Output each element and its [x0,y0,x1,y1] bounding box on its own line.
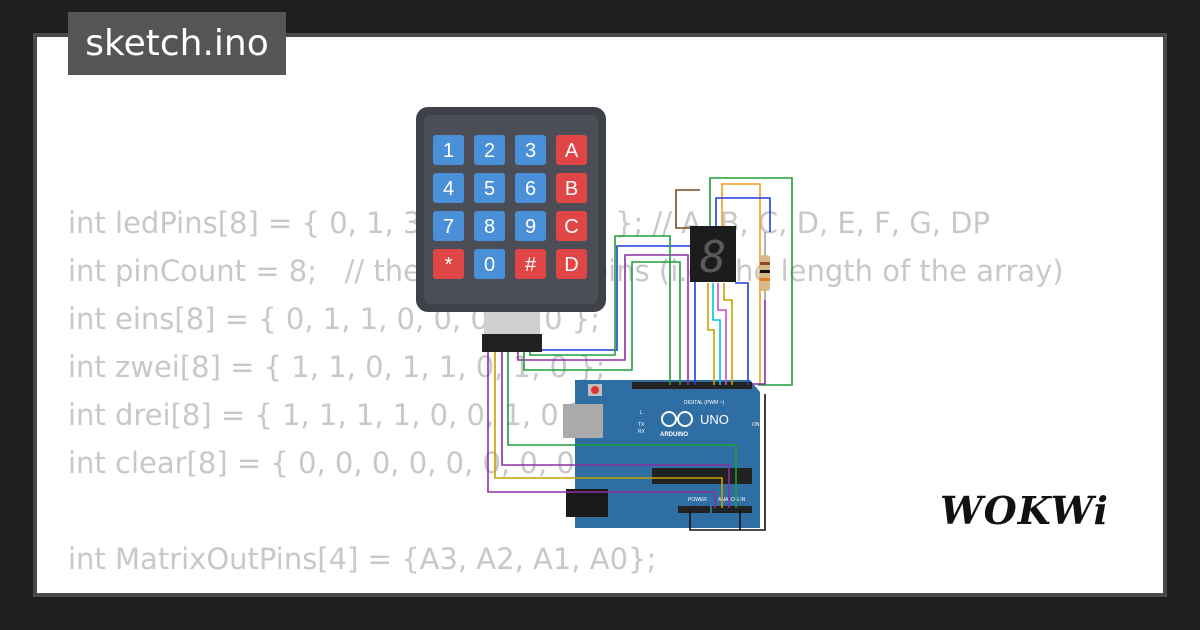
keypad-key[interactable]: 2 [474,135,505,165]
seven-segment-digit: 8 [700,232,727,283]
keypad-key[interactable]: 1 [433,135,464,165]
code-line: int zwei[8] = { 1, 1, 0, 1, 1, 0, 1, 0 }… [68,350,606,384]
keypad-key[interactable]: 7 [433,211,464,241]
arduino-logo-icon [661,411,693,427]
keypad-key-label: B [565,178,578,200]
keypad-key-label: 7 [443,216,454,238]
keypad-key-label: 4 [443,178,454,200]
seven-segment-display: 8 [690,226,736,283]
keypad-key[interactable]: 9 [515,211,546,241]
resistor [760,232,770,300]
keypad-key[interactable]: 5 [474,173,505,203]
on-label: ON [752,422,760,428]
uno-label: UNO [700,412,729,427]
keypad-key[interactable]: 6 [515,173,546,203]
arduino-uno-board[interactable]: UNO ARDUINO DIGITAL (PWM ~) POWER ANALOG… [563,380,760,528]
code-line: int clear[8] = { 0, 0, 0, 0, 0, 0, 0, 0 … [68,446,613,480]
digital-header [632,382,752,389]
keypad-key-label: 9 [525,216,536,238]
code-line: int MatrixInPins[4] = {11, 10, 9, 8}; [68,583,1064,593]
code-line: int MatrixOutPins[4] = {A3, A2, A1, A0}; [68,542,657,576]
usb-port [563,404,603,438]
keypad-key-label: A [565,140,579,162]
keypad-key[interactable]: C [556,211,587,241]
code-listing: int ledPins[8] = { 0, 1, 3, 4, 5, 6, 7, … [68,199,1064,593]
keypad-key[interactable]: B [556,173,587,203]
keypad-key-label: C [564,216,578,238]
keypad-key-label: 0 [484,254,495,276]
keypad-connector [484,312,540,334]
keypad-key[interactable]: 4 [433,173,464,203]
keypad-key[interactable]: A [556,135,587,165]
analog-label: ANALOG IN [718,497,746,503]
keypad-4x4[interactable]: 1 2 3 A 4 5 6 B 7 8 9 C * 0 # D [416,107,606,352]
wokwi-logo: WOKWi [940,488,1109,533]
power-jack [566,489,608,517]
keypad-key-label: # [525,254,537,276]
keypad-key-label: 8 [484,216,495,238]
keypad-key-label: 6 [525,178,536,200]
keypad-key-label: * [445,254,453,276]
keypad-key[interactable]: 8 [474,211,505,241]
analog-header [712,506,752,513]
keypad-key[interactable]: * [433,249,464,279]
keypad-key[interactable]: # [515,249,546,279]
keypad-key-label: 3 [525,140,536,162]
l-label: L [640,410,643,416]
keypad-header [482,334,542,352]
digital-label: DIGITAL (PWM ~) [684,400,724,406]
keypad-key-label: 1 [443,140,454,162]
rx-label: RX [638,429,646,435]
tx-label: TX [638,422,645,428]
keypad-key[interactable]: D [556,249,587,279]
keypad-key[interactable]: 0 [474,249,505,279]
keypad-key[interactable]: 3 [515,135,546,165]
file-name-tab: sketch.ino [68,12,286,75]
arduino-brand-label: ARDUINO [660,432,688,438]
keypad-key-label: 2 [484,140,495,162]
power-header [678,506,710,513]
atmega-chip [652,468,752,484]
power-label: POWER [688,497,707,503]
keypad-key-label: 5 [484,178,495,200]
keypad-key-label: D [564,254,578,276]
